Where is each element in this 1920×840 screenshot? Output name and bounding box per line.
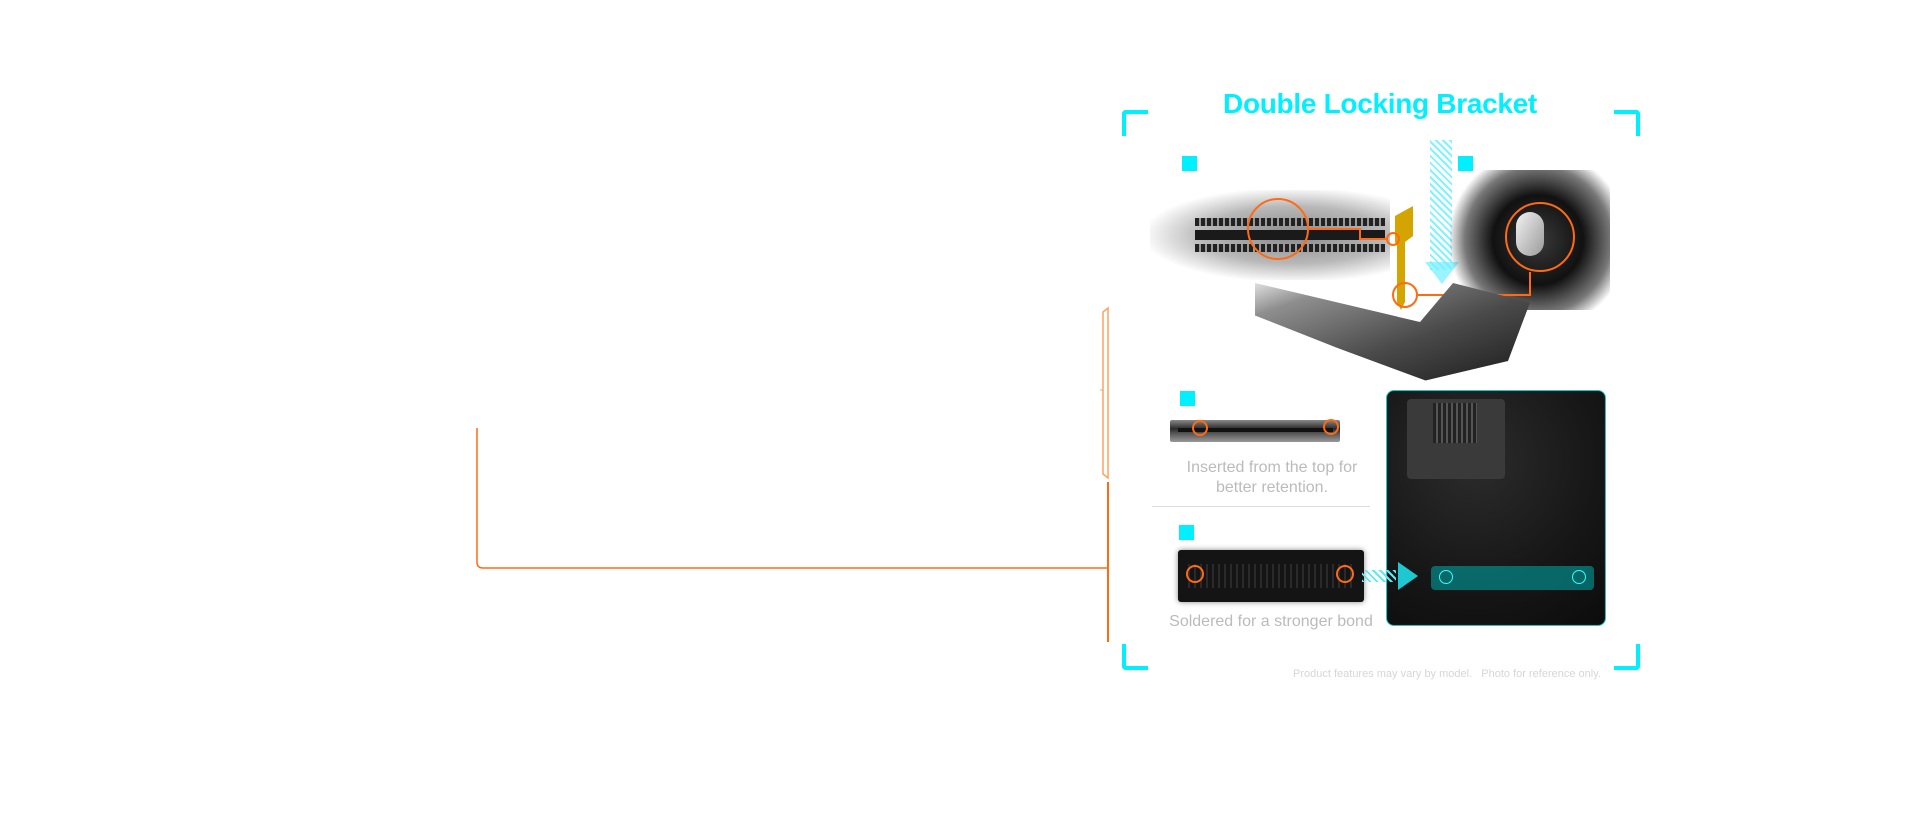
bullet-icon: [1179, 525, 1194, 540]
frame-corner-bottom-left: [1122, 644, 1148, 670]
disclaimer-footnote: Product features may vary by model. Phot…: [1293, 668, 1601, 680]
bullet-icon: [1458, 156, 1473, 171]
highlight-ring: [1505, 202, 1575, 272]
connect-arrow-icon: [1362, 570, 1396, 582]
connector-line-main: [476, 428, 1108, 569]
frame-corner-bottom-right: [1614, 644, 1640, 670]
solder-caption: Soldered for a stronger bond: [1169, 613, 1373, 630]
top-insert-caption: Inserted from the top for better retenti…: [1186, 459, 1358, 496]
insert-arrow-icon: [1430, 140, 1452, 270]
cpu-socket: [1407, 399, 1505, 479]
bullet-icon: [1180, 391, 1195, 406]
slot-side-photo: [1170, 420, 1340, 442]
highlight-ring: [1392, 282, 1418, 308]
highlight-ring: [1247, 198, 1309, 260]
highlight-ring: [1192, 420, 1208, 436]
frame-corner-top-left: [1122, 110, 1148, 136]
highlight-ring: [1336, 565, 1354, 583]
solder-pad-photo: [1178, 550, 1364, 602]
highlight-ring: [1186, 565, 1204, 583]
highlight-ring: [1323, 419, 1339, 435]
feature-title: Double Locking Bracket: [1223, 88, 1537, 119]
m2-slot-highlight: [1431, 566, 1594, 590]
section-divider: [1152, 506, 1370, 507]
connector-bracket-outline: [1102, 306, 1109, 480]
bullet-icon: [1182, 156, 1197, 171]
frame-corner-top-right: [1614, 110, 1640, 136]
highlight-ring: [1386, 232, 1400, 246]
motherboard-photo: [1386, 390, 1606, 626]
